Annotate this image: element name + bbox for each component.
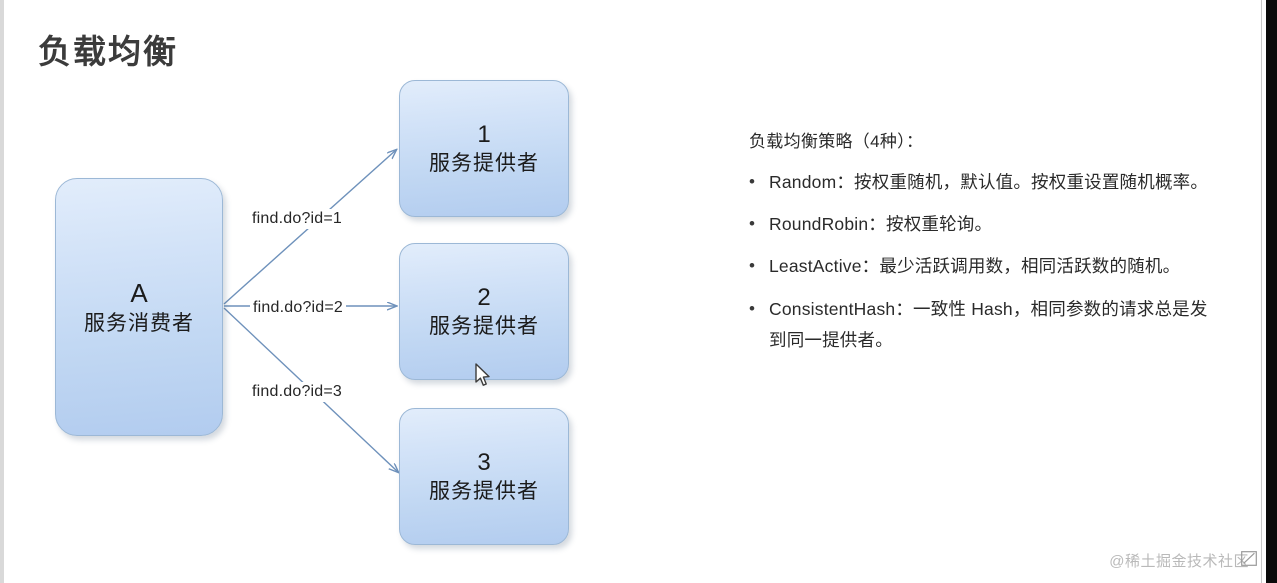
watermark-label: @稀土掘金技术社区 bbox=[1109, 553, 1249, 570]
edge-label-provider-3: find.do?id=3 bbox=[249, 382, 346, 402]
bullet-icon: • bbox=[749, 214, 755, 234]
node-consumer-label: 服务消费者 bbox=[84, 311, 194, 335]
node-provider-1-id: 1 bbox=[477, 120, 491, 148]
notes-heading: 负载均衡策略（4种）： bbox=[749, 132, 924, 151]
strategy-notes: 负载均衡策略（4种）： • Random：按权重随机，默认值。按权重设置随机概率… bbox=[749, 128, 1219, 367]
load-balance-diagram: A 服务消费者 1 服务提供者 2 服务提供者 3 服务提供者 find.do?… bbox=[55, 80, 569, 545]
list-item: • Random：按权重随机，默认值。按权重设置随机概率。 bbox=[749, 167, 1219, 198]
node-provider-3-label: 服务提供者 bbox=[429, 479, 539, 503]
left-edge-strip bbox=[0, 0, 4, 583]
list-item: • LeastActive：最少活跃调用数，相同活跃数的随机。 bbox=[749, 251, 1219, 282]
bullet-icon: • bbox=[749, 256, 755, 276]
strategy-random-text: Random：按权重随机，默认值。按权重设置随机概率。 bbox=[769, 172, 1209, 193]
node-service-provider-1[interactable]: 1 服务提供者 bbox=[399, 80, 569, 217]
right-edge-strip bbox=[1266, 0, 1277, 583]
bullet-icon: • bbox=[749, 172, 755, 192]
node-provider-3-id: 3 bbox=[477, 448, 491, 476]
right-edge-divider bbox=[1261, 0, 1262, 583]
node-service-provider-2[interactable]: 2 服务提供者 bbox=[399, 243, 569, 380]
bullet-icon: • bbox=[749, 298, 755, 318]
list-item: • RoundRobin：按权重轮询。 bbox=[749, 209, 1219, 240]
page-title: 负载均衡 bbox=[38, 33, 178, 70]
strategy-consistenthash-text: ConsistentHash：一致性 Hash，相同参数的请求总是发到同一提供者… bbox=[769, 298, 1208, 350]
edge-label-provider-1: find.do?id=1 bbox=[249, 209, 346, 229]
node-provider-1-label: 服务提供者 bbox=[429, 151, 539, 175]
list-item: • ConsistentHash：一致性 Hash，相同参数的请求总是发到同一提… bbox=[749, 294, 1219, 356]
node-service-provider-3[interactable]: 3 服务提供者 bbox=[399, 408, 569, 545]
fullscreen-expand-icon[interactable] bbox=[1241, 551, 1257, 566]
node-service-consumer[interactable]: A 服务消费者 bbox=[55, 178, 223, 436]
strategy-leastactive-text: LeastActive：最少活跃调用数，相同活跃数的随机。 bbox=[769, 256, 1181, 277]
edge-label-provider-2: find.do?id=2 bbox=[250, 298, 347, 318]
node-provider-2-id: 2 bbox=[477, 283, 491, 311]
strategy-roundrobin-text: RoundRobin：按权重轮询。 bbox=[769, 214, 993, 235]
node-consumer-id: A bbox=[130, 278, 148, 309]
node-provider-2-label: 服务提供者 bbox=[429, 314, 539, 338]
